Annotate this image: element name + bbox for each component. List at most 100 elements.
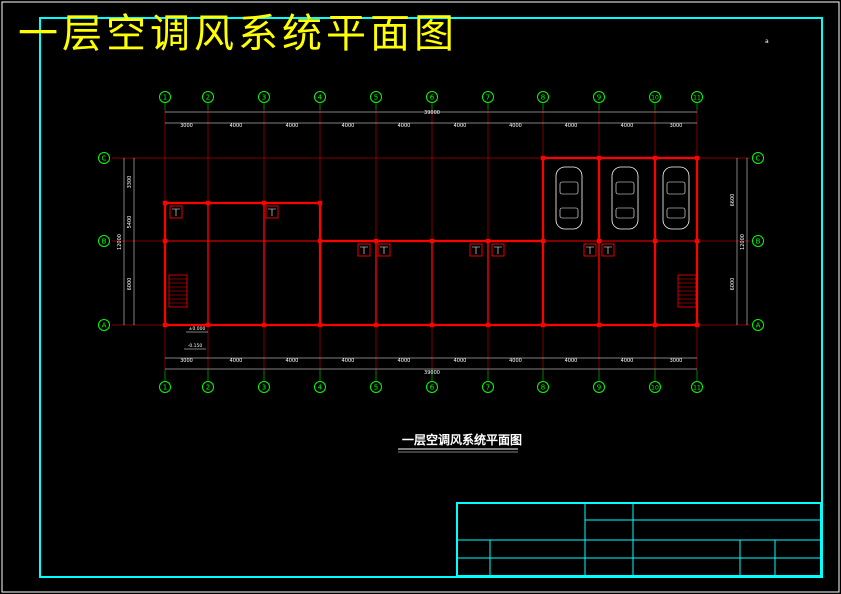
grid-bubble-label: B (102, 238, 107, 246)
structural-column (596, 322, 602, 328)
dimension-span-top: 3000 (180, 123, 193, 129)
dimension-span-bottom: 4000 (509, 358, 522, 364)
structural-column (429, 322, 435, 328)
grid-bubble-label: 5 (374, 384, 378, 392)
grid-bubble-label: 8 (541, 384, 545, 392)
ac-unit-icon (265, 205, 279, 219)
grid-bubble-column (537, 91, 549, 103)
structural-column (596, 238, 602, 244)
grid-bubble-label: 7 (486, 384, 490, 392)
grid-bubble-label: 6 (430, 94, 435, 102)
structural-column (162, 238, 168, 244)
structural-column (373, 322, 379, 328)
level-mark: -0.150 (188, 343, 203, 349)
dimension-span-bottom: 4000 (398, 358, 411, 364)
ac-unit-symbol (494, 246, 502, 254)
grid-bubble-column (482, 381, 494, 393)
dimension-left: 3300 (127, 176, 133, 189)
car-rear-window (615, 207, 635, 219)
structural-column (162, 322, 168, 328)
grid-bubble-label: 6 (430, 384, 435, 392)
dimension-span-top: 3000 (670, 123, 683, 129)
structural-column (540, 322, 546, 328)
dimension-span-bottom: 4000 (565, 358, 578, 364)
grid-bubble-label: 1 (163, 384, 167, 392)
grid-bubble-column (202, 381, 214, 393)
grid-bubble-row (752, 319, 764, 331)
ac-unit-icon (601, 243, 615, 257)
drawing-title: 一层空调风系统平面图 (18, 11, 458, 57)
dimension-span-top: 4000 (621, 123, 634, 129)
dimension-span-bottom: 4000 (342, 358, 355, 364)
ac-unit-symbol (380, 246, 388, 254)
grid-bubble-column (314, 381, 326, 393)
structural-column (694, 322, 700, 328)
grid-bubble-row (98, 235, 110, 247)
dimension-left: 5400 (127, 216, 133, 229)
ac-unit-icon (469, 243, 483, 257)
dimension-span-bottom: 4000 (286, 358, 299, 364)
structural-column (540, 155, 546, 161)
drawing-subtitle: 一层空调风系统平面图 (402, 433, 523, 447)
grid-bubble-label: A (102, 322, 107, 330)
grid-bubble-column (258, 381, 270, 393)
dimension-right: 6000 (730, 278, 736, 291)
dimension-right: 12000 (740, 234, 746, 250)
dimension-left: 12000 (117, 234, 123, 250)
car-rear-window (559, 207, 579, 219)
grid-bubble-row (98, 152, 110, 164)
dimension-right: 6600 (730, 194, 736, 207)
grid-bubble-label: 7 (486, 94, 490, 102)
structural-column (373, 238, 379, 244)
structural-column (317, 238, 323, 244)
grid-bubble-column (426, 381, 438, 393)
grid-bubble-label: 11 (693, 95, 701, 102)
car-icon (611, 166, 639, 230)
dimension-span-bottom: 4000 (621, 358, 634, 364)
dimension-span-bottom: 4000 (230, 358, 243, 364)
structural-column (540, 238, 546, 244)
ac-unit-symbol (586, 246, 594, 254)
grid-bubble-label: 9 (597, 94, 601, 102)
ac-unit-icon (377, 243, 391, 257)
structural-column (694, 155, 700, 161)
structural-column (429, 238, 435, 244)
car-body (611, 166, 639, 230)
dimension-left: 6000 (127, 278, 133, 291)
grid-bubble-row (98, 319, 110, 331)
grid-bubble-row (752, 152, 764, 164)
car-windshield (559, 181, 579, 195)
car-windshield (666, 181, 686, 195)
structural-column (317, 200, 323, 206)
ac-unit-icon (491, 243, 505, 257)
grid-bubble-column (258, 91, 270, 103)
grid-bubble-label: 8 (541, 94, 545, 102)
grid-bubble-column (649, 91, 661, 103)
grid-bubble-label: 3 (262, 94, 266, 102)
ac-unit-symbol (360, 246, 368, 254)
grid-bubble-label: B (756, 238, 761, 246)
grid-bubble-label: 9 (597, 384, 601, 392)
grid-bubble-column (159, 381, 171, 393)
ac-unit-icon (169, 205, 183, 219)
grid-bubble-column (370, 381, 382, 393)
grid-bubble-column (537, 381, 549, 393)
dimension-span-top: 4000 (286, 123, 299, 129)
grid-bubble-column (482, 91, 494, 103)
title-block (456, 502, 822, 577)
grid-bubble-column (593, 91, 605, 103)
grid-bubble-label: 3 (262, 384, 266, 392)
grid-bubble-label: 4 (318, 94, 323, 102)
structural-column (652, 238, 658, 244)
dimension-span-bottom: 3000 (670, 358, 683, 364)
grid-bubble-column (370, 91, 382, 103)
grid-bubble-label: A (756, 322, 761, 330)
grid-bubble-column (314, 91, 326, 103)
structural-column (162, 200, 168, 206)
grid-bubble-label: 11 (693, 385, 701, 392)
grid-bubble-label: 1 (163, 94, 167, 102)
ac-unit-icon (583, 243, 597, 257)
ac-unit-symbol (268, 208, 276, 216)
